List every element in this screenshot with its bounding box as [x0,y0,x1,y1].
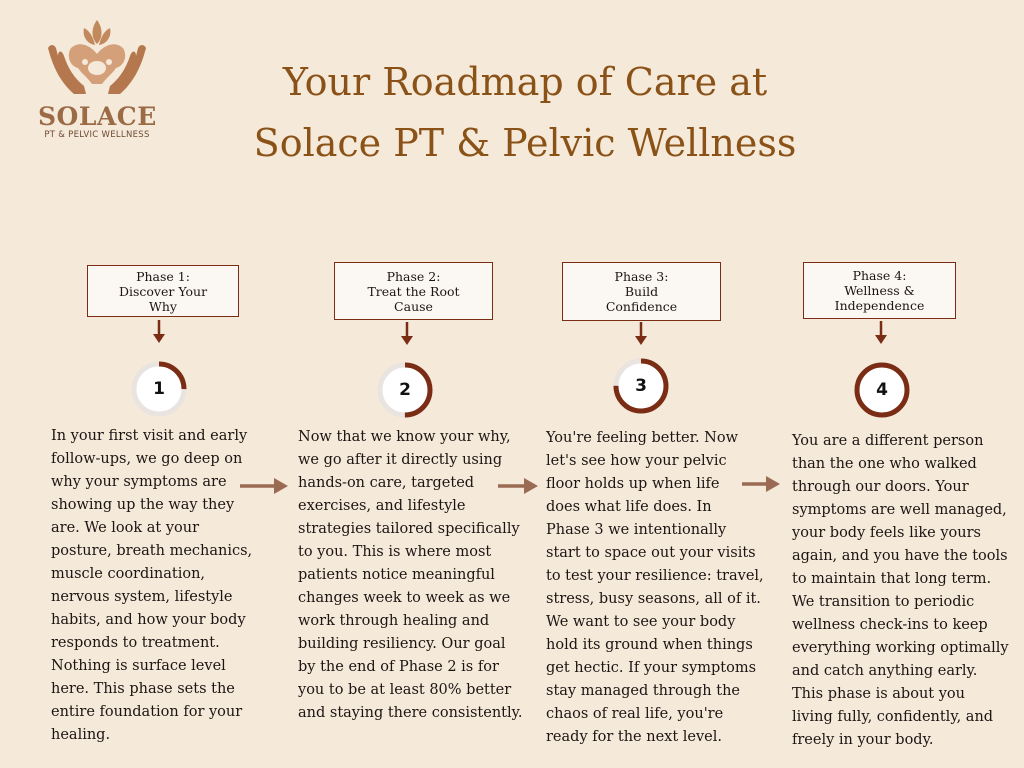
right-arrow-icon [240,478,288,494]
phase-3-description: You're feeling better. Now let's see how… [546,430,764,745]
phase-1-label-box: Phase 1: Discover Your Why [87,265,239,317]
phase-2-number: 2 [399,380,411,400]
down-arrow-icon [875,321,887,344]
phase-2-description: Now that we know your why, we go after i… [298,429,523,721]
phase-2-progress-ring: 2 [376,361,434,419]
phase-1-number: 1 [153,379,165,399]
phase-4-label-box: Phase 4: Wellness & Independence [803,262,956,319]
right-arrow-icon [742,476,780,492]
progress-ring-icon [854,362,910,418]
phase-1-progress-ring: 1 [130,360,188,418]
phase-1-description: In your first visit and early follow-ups… [51,428,253,743]
phase-4-number: 4 [876,380,888,400]
pelvis-lotus-hands-icon [48,20,146,94]
phase-3-label-box: Phase 3: Build Confidence [562,262,721,321]
progress-ring-icon [377,362,433,418]
phase-3-number: 3 [635,376,647,396]
down-arrow-icon [635,322,647,345]
phase-4-progress-ring: 4 [853,361,911,419]
phase-3-progress-ring: 3 [612,357,670,415]
down-arrow-icon [153,320,165,343]
page-title-line-2: Solace PT & Pelvic Wellness [253,121,797,165]
page-title-line-1: Your Roadmap of Care at [282,60,768,104]
progress-ring-icon [613,358,669,414]
right-arrow-icon [498,478,538,494]
phase-4-description: You are a different person than the one … [792,433,1009,748]
brand-name: SOLACE [38,102,157,131]
brand-logo: SOLACE PT & PELVIC WELLNESS [38,18,156,143]
down-arrow-icon [401,322,413,345]
progress-ring-icon [131,361,187,417]
brand-tagline: PT & PELVIC WELLNESS [44,130,150,140]
phase-2-label-box: Phase 2: Treat the Root Cause [334,262,493,320]
